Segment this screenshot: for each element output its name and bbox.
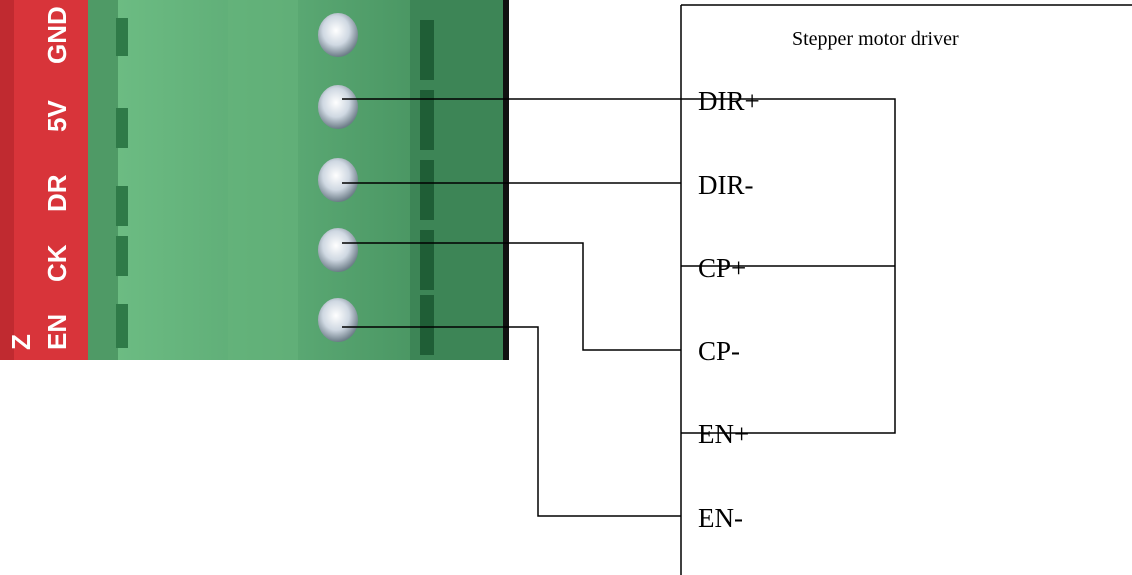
screw-5v: [318, 85, 358, 129]
terminal-screws: [318, 13, 358, 342]
pin-dir-minus: DIR-: [698, 170, 754, 200]
driver-title: Stepper motor driver: [792, 28, 959, 50]
screw-gnd: [318, 13, 358, 57]
terminal-block-photo: GND 5V DR CK EN Z: [0, 0, 509, 360]
pcb-red-strip: [0, 0, 90, 360]
pin-en-minus: EN-: [698, 503, 743, 533]
wire-en-en-minus: [342, 326, 681, 517]
silk-edge-mark: Z: [6, 334, 36, 350]
silk-gnd: GND: [42, 6, 72, 64]
screw-ck: [318, 228, 358, 272]
wire-ck-cp-minus: [342, 242, 681, 351]
silk-dr: DR: [42, 174, 72, 212]
screw-dr: [318, 158, 358, 202]
stepper-driver-box: [680, 4, 1132, 575]
pin-cp-plus: CP+: [698, 253, 746, 283]
pin-dir-plus: DIR+: [698, 86, 760, 116]
silk-5v: 5V: [42, 100, 72, 132]
silk-ck: CK: [42, 244, 72, 282]
wires: [342, 98, 896, 517]
screw-en: [318, 298, 358, 342]
pin-cp-minus: CP-: [698, 336, 740, 366]
pin-en-plus: EN+: [698, 419, 749, 449]
silk-en: EN: [42, 314, 72, 350]
